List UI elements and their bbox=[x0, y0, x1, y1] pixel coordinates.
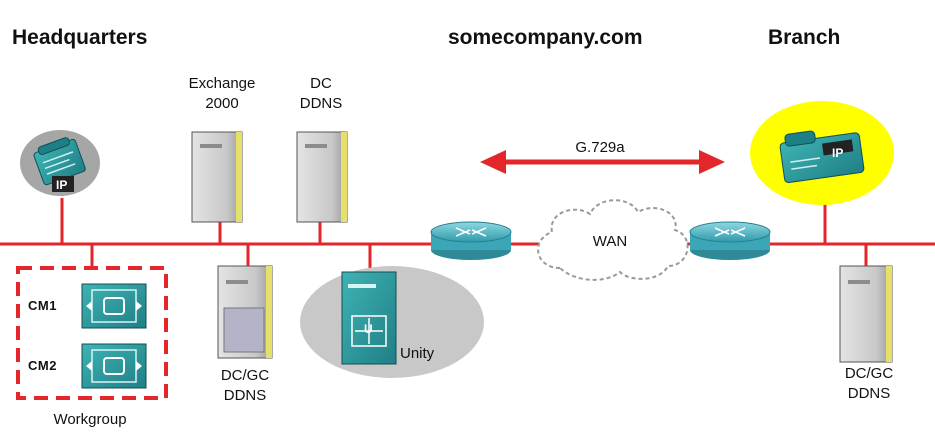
unity-server-icon bbox=[300, 266, 484, 378]
codec-double-arrow bbox=[480, 150, 725, 174]
dc-server-icon bbox=[296, 131, 348, 223]
exchange-label: Exchange 2000 bbox=[172, 74, 272, 114]
branch-phone-badge: IP bbox=[832, 146, 844, 160]
workgroup-box bbox=[16, 266, 168, 400]
cm1-label: CM1 bbox=[28, 298, 57, 313]
hq-dcgc-label-line2: DDNS bbox=[223, 387, 267, 404]
hq-router-icon bbox=[430, 221, 512, 260]
unity-badge: U bbox=[364, 322, 373, 336]
exchange-label-line2: 2000 bbox=[205, 95, 239, 112]
hq-dcgc-label: DC/GC DDNS bbox=[200, 366, 290, 406]
domain-heading: somecompany.com bbox=[448, 26, 643, 49]
branch-heading: Branch bbox=[768, 26, 841, 49]
dc-top-label: DC DDNS bbox=[286, 74, 356, 114]
cm2-callmanager-icon bbox=[81, 343, 147, 389]
cm1-callmanager-icon bbox=[81, 283, 147, 329]
codec-label: G.729a bbox=[575, 139, 625, 156]
branch-router-icon bbox=[689, 221, 771, 260]
headquarters-heading: Headquarters bbox=[12, 26, 148, 49]
hq-dcgc-label-line1: DC/GC bbox=[220, 367, 270, 384]
branch-dcgc-label-line1: DC/GC bbox=[844, 365, 894, 382]
hq-phone-badge: IP bbox=[56, 178, 68, 192]
hq-ip-phone-icon bbox=[20, 130, 100, 196]
workgroup-label: Workgroup bbox=[53, 411, 127, 428]
wan-cloud-icon bbox=[537, 199, 689, 281]
branch-dcgc-label-line2: DDNS bbox=[847, 385, 891, 402]
dc-top-label-line2: DDNS bbox=[299, 95, 343, 112]
branch-dcgc-label: DC/GC DDNS bbox=[824, 364, 914, 404]
exchange-server-icon bbox=[191, 131, 243, 223]
unity-label: Unity bbox=[400, 345, 435, 362]
branch-dcgc-server-icon bbox=[839, 265, 893, 363]
wan-label: WAN bbox=[592, 233, 628, 250]
dc-top-label-line1: DC bbox=[310, 75, 332, 92]
cm2-label: CM2 bbox=[28, 358, 57, 373]
exchange-label-line1: Exchange bbox=[188, 75, 256, 92]
hq-dcgc-server-icon bbox=[217, 265, 273, 359]
branch-ip-phone-icon bbox=[750, 101, 894, 205]
